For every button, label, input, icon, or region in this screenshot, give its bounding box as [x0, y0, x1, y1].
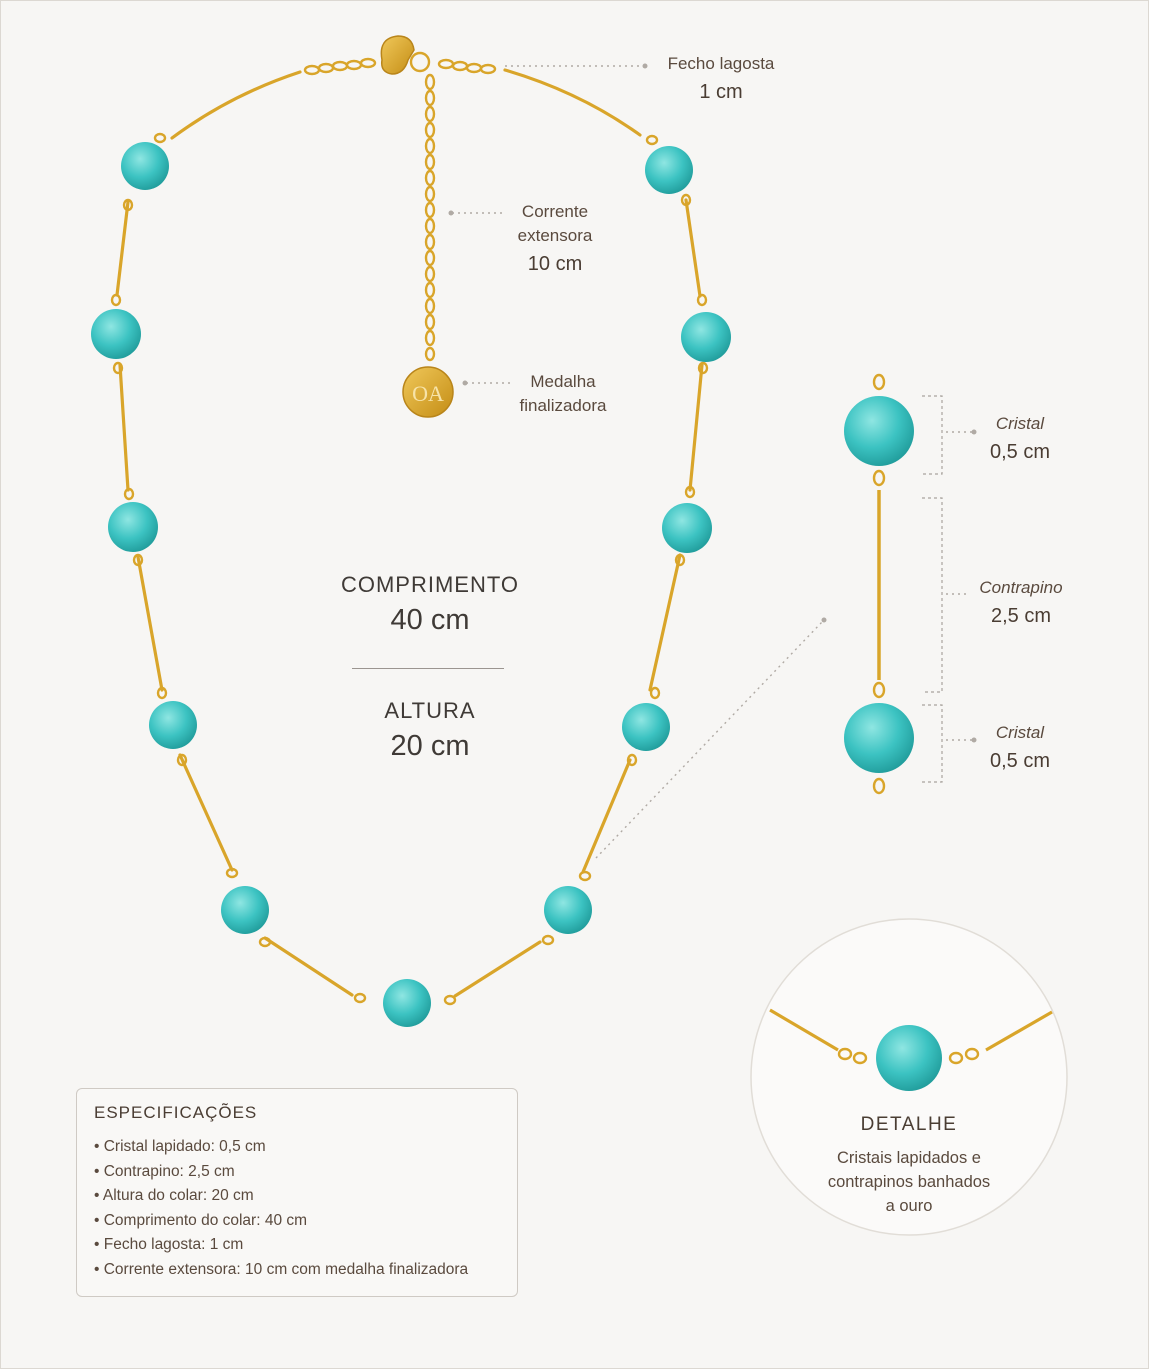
extender-size: 10 cm	[527, 253, 583, 275]
extender-name-2: extensora	[517, 226, 593, 245]
extender-label: Corrente extensora 10 cm	[496, 200, 614, 276]
specifications-box: ESPECIFICAÇÕES Cristal lapidado: 0,5 cm …	[76, 1088, 518, 1297]
medal-name-2: finalizadora	[519, 396, 607, 415]
length-title: COMPRIMENTO	[340, 572, 520, 597]
clasp-label: Fecho lagosta 1 cm	[650, 52, 792, 104]
pin-size: 2,5 cm	[990, 605, 1052, 627]
height-block: ALTURA 20 cm	[300, 698, 560, 763]
lobster-clasp	[380, 35, 415, 75]
spec-item: Fecho lagosta: 1 cm	[94, 1233, 517, 1258]
detail-text-3: a ouro	[885, 1197, 933, 1215]
medal-label: Medalha finalizadora	[504, 370, 622, 418]
length-value: 40 cm	[390, 604, 470, 636]
clasp-name: Fecho lagosta	[667, 54, 775, 73]
crystal-bottom-label: Cristal 0,5 cm	[966, 721, 1074, 773]
specifications-title: ESPECIFICAÇÕES	[94, 1103, 258, 1122]
links	[110, 132, 709, 1006]
detail-text-1: Cristais lapidados e	[837, 1149, 981, 1167]
clasp-size: 1 cm	[699, 81, 743, 103]
gold-pins	[115, 68, 704, 998]
detail-closeup	[769, 1008, 1053, 1091]
top-chain	[303, 51, 497, 76]
spec-item: Contrapino: 2,5 cm	[94, 1160, 517, 1185]
leader-lines	[452, 65, 972, 859]
length-block: COMPRIMENTO 40 cm	[300, 572, 560, 637]
detail-description: Cristais lapidados e contrapinos banhado…	[800, 1146, 1018, 1218]
detail-text-2: contrapinos banhados	[827, 1173, 991, 1191]
medal	[402, 366, 454, 418]
spec-item: Corrente extensora: 10 cm com medalha fi…	[94, 1258, 517, 1283]
extender-chain	[424, 73, 436, 362]
crystal-top-name: Cristal	[995, 414, 1045, 433]
pin-label: Contrapino 2,5 cm	[968, 576, 1074, 628]
height-title: ALTURA	[384, 698, 476, 723]
medal-name-1: Medalha	[530, 372, 596, 391]
leader-dots	[448, 63, 977, 743]
dimension-divider	[352, 668, 504, 669]
crystal-top-size: 0,5 cm	[989, 441, 1051, 463]
detail-title: DETALHE	[860, 1114, 958, 1135]
crystal-top-label: Cristal 0,5 cm	[966, 412, 1074, 464]
spec-item: Cristal lapidado: 0,5 cm	[94, 1135, 517, 1160]
extender-name-1: Corrente	[521, 202, 589, 221]
pin-name: Contrapino	[979, 578, 1063, 597]
spec-item: Comprimento do colar: 40 cm	[94, 1209, 517, 1234]
crystal-bottom-size: 0,5 cm	[989, 750, 1051, 772]
height-value: 20 cm	[390, 730, 470, 762]
spec-item: Altura do colar: 20 cm	[94, 1184, 517, 1209]
segment-detail	[844, 373, 943, 795]
turquoise-beads	[91, 142, 731, 1027]
specifications-list: Cristal lapidado: 0,5 cm Contrapino: 2,5…	[94, 1135, 517, 1282]
medal-logo: OA	[412, 381, 444, 406]
crystal-bottom-name: Cristal	[995, 723, 1045, 742]
